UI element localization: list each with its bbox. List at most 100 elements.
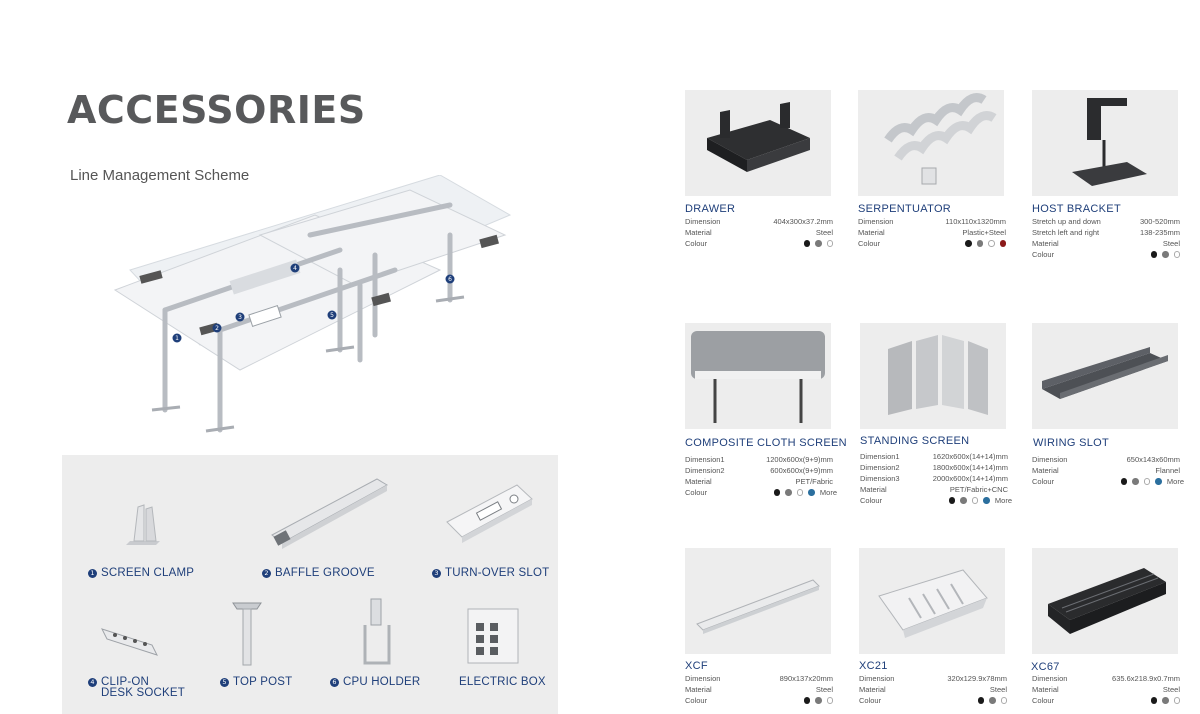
spec-value: 600x600x(9+9)mm <box>770 466 833 475</box>
hero-marker-4-text: 4 <box>293 265 297 272</box>
colour-swatch[interactable] <box>1143 478 1151 485</box>
colour-swatch[interactable] <box>815 697 822 704</box>
product-name: XC21 <box>859 660 888 672</box>
spec-label: Dimension <box>1032 455 1068 464</box>
colour-swatch[interactable] <box>988 240 995 247</box>
spec-label: Colour <box>860 496 883 505</box>
spec-label: Material <box>1032 239 1059 248</box>
colour-swatch[interactable] <box>948 497 956 504</box>
spec-value: Flannel <box>1155 466 1180 475</box>
spec-label: Material <box>1032 685 1059 694</box>
spec-label: Material <box>860 485 887 494</box>
colour-swatch[interactable] <box>1120 478 1128 485</box>
product-image <box>1032 548 1178 654</box>
spec-value: Steel <box>815 228 833 237</box>
spec-label: Material <box>685 477 712 486</box>
colour-swatch[interactable] <box>1150 697 1157 704</box>
colour-swatch[interactable] <box>999 240 1006 247</box>
spec-value: Steel <box>1162 685 1180 694</box>
accessory-num-6: 6 <box>330 678 339 687</box>
colour-swatch[interactable] <box>826 697 833 704</box>
product-name: HOST BRACKET <box>1032 203 1121 215</box>
colour-swatch[interactable] <box>773 489 781 496</box>
product-image <box>685 90 831 196</box>
accessory-num-4: 4 <box>88 678 97 687</box>
spec-value: 650x143x60mm <box>1126 455 1180 464</box>
colour-swatches: More <box>1120 477 1184 486</box>
accessory-num-2: 2 <box>262 569 271 578</box>
product-name: SERPENTUATOR <box>858 203 952 215</box>
spec-value: PET/Fabric <box>795 477 833 486</box>
accessory-label-baffle-groove: 2 BAFFLE GROOVE <box>262 567 375 579</box>
colour-swatch[interactable] <box>1132 478 1139 485</box>
spec-label: Material <box>859 685 886 694</box>
spec-label: Colour <box>1032 250 1055 259</box>
product-name: WIRING SLOT <box>1033 437 1110 449</box>
spec-label: Material <box>685 685 712 694</box>
colour-swatch[interactable] <box>1000 697 1007 704</box>
hero-marker-6-text: 6 <box>448 276 452 283</box>
spec-value: 300-520mm <box>1139 217 1180 226</box>
spec-value: Steel <box>989 685 1007 694</box>
spec-label: Dimension <box>685 674 721 683</box>
spec-value: 1200x600x(9+9)mm <box>766 455 833 464</box>
clip-on-desk-socket-image <box>101 628 158 656</box>
drawer-image <box>707 102 810 172</box>
accessory-num-3: 3 <box>432 569 441 578</box>
xc67-image <box>1048 568 1166 634</box>
spec-label: Dimension1 <box>860 452 900 461</box>
colour-swatch[interactable] <box>1173 251 1180 258</box>
accessory-text: BAFFLE GROOVE <box>275 567 375 579</box>
spec-value: 404x300x37.2mm <box>773 217 833 226</box>
colour-swatch[interactable] <box>808 489 815 496</box>
spec-label: Stretch left and right <box>1032 228 1100 237</box>
colour-swatches <box>803 239 833 248</box>
colour-swatch[interactable] <box>826 240 833 247</box>
page-title: ACCESSORIES <box>67 88 366 132</box>
colour-swatch[interactable] <box>1162 251 1169 258</box>
colour-swatches <box>965 239 1006 248</box>
colour-swatch[interactable] <box>1155 478 1162 485</box>
spec-label: Dimension3 <box>860 474 900 483</box>
product-image <box>685 323 831 429</box>
spec-value: Steel <box>815 685 833 694</box>
cpu-holder-image <box>363 598 391 665</box>
colour-swatch[interactable] <box>1150 251 1157 258</box>
colour-swatch[interactable] <box>965 240 972 247</box>
colour-swatches: More <box>773 488 837 497</box>
accessory-text: ELECTRIC BOX <box>459 676 546 688</box>
turn-over-slot-image <box>446 484 533 543</box>
colour-swatch[interactable] <box>1162 697 1169 704</box>
spec-label: Dimension <box>685 217 721 226</box>
colour-swatch[interactable] <box>983 497 990 504</box>
hero-marker-2-text: 2 <box>215 325 219 332</box>
accessory-text: TURN-OVER SLOT <box>445 567 550 579</box>
colour-swatch[interactable] <box>803 697 810 704</box>
spec-label: Stretch up and down <box>1032 217 1101 226</box>
product-card-host-bracket: HOST BRACKET Stretch up and down 300-520m… <box>1032 90 1180 270</box>
colour-swatch[interactable] <box>977 697 984 704</box>
hero-marker-3 <box>235 312 245 322</box>
colour-swatch[interactable] <box>1173 697 1180 704</box>
spec-value: 110x110x1320mm <box>945 217 1006 226</box>
more-colours-link[interactable]: More <box>994 496 1012 505</box>
colour-swatch[interactable] <box>796 489 804 496</box>
spec-label: Dimension2 <box>685 466 725 475</box>
spec-label: Colour <box>858 239 881 248</box>
spec-label: Dimension <box>858 217 894 226</box>
colour-swatch[interactable] <box>960 497 967 504</box>
colour-swatch[interactable] <box>785 489 792 496</box>
colour-swatch[interactable] <box>971 497 979 504</box>
hero-marker-1 <box>172 333 182 343</box>
spec-value: 635.6x218.9x0.7mm <box>1112 674 1180 683</box>
more-colours-link[interactable]: More <box>1166 477 1184 486</box>
more-colours-link[interactable]: More <box>819 488 837 497</box>
hero-marker-5 <box>327 310 337 320</box>
product-image <box>860 323 1006 429</box>
accessory-text: TOP POST <box>233 676 293 688</box>
colour-swatch[interactable] <box>803 240 810 247</box>
colour-swatch[interactable] <box>976 240 983 247</box>
colour-swatch[interactable] <box>989 697 996 704</box>
colour-swatch[interactable] <box>815 240 822 247</box>
